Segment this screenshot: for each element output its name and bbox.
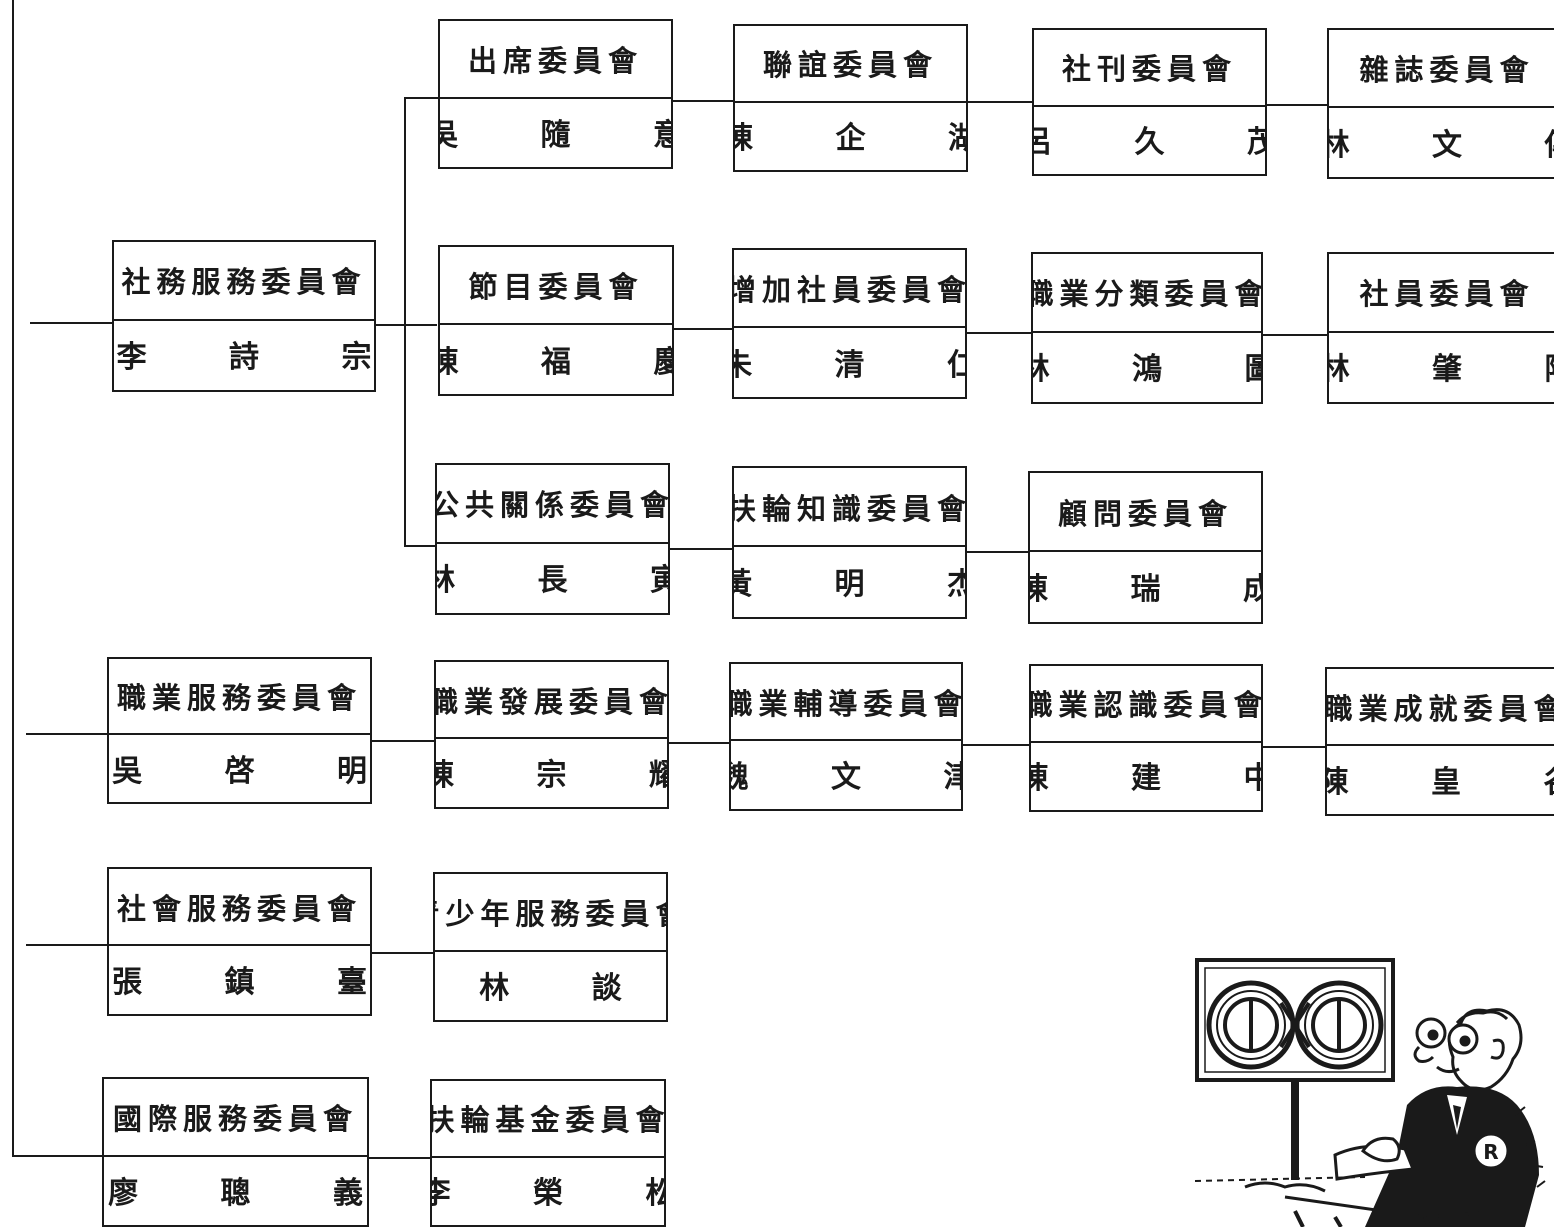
- connector-line: [26, 944, 108, 946]
- committee-chair: 黃 明 杰: [734, 567, 965, 603]
- connector-line: [30, 322, 112, 324]
- committee-chair: 呂 久 茂: [1034, 125, 1265, 161]
- committee-box: 顧問委員會 陳 瑞 成: [1028, 471, 1263, 624]
- committee-title: 公共關係委員會: [437, 465, 668, 544]
- committee-chair: 陳 建 中: [1031, 761, 1261, 797]
- committee-title: 聯誼委員會: [735, 26, 966, 103]
- branch-vertical-line: [404, 97, 406, 546]
- committee-box: 職業成就委員會 陳 皇 谷: [1325, 667, 1554, 816]
- committee-box: 增加社員委員會 朱 清 仁: [732, 248, 967, 399]
- committee-box: 國際服務委員會 廖 聰 義: [102, 1077, 369, 1227]
- committee-title: 社會服務委員會: [109, 869, 370, 947]
- committee-title: 社員委員會: [1329, 254, 1554, 333]
- connector-line: [674, 328, 734, 330]
- main-vertical-line: [12, 0, 14, 1157]
- connector-line: [371, 740, 435, 742]
- connector-line: [14, 1155, 102, 1157]
- committee-chair: 李 詩 宗: [116, 340, 372, 376]
- committee-box: 聯誼委員會 陳 企 湖: [733, 24, 968, 172]
- connector-line: [668, 742, 730, 744]
- committee-chair: 廖 聰 義: [108, 1175, 363, 1211]
- committee-title: 社務服務委員會: [114, 242, 374, 321]
- committee-chair: 吳 隨 意: [440, 117, 671, 153]
- connector-line: [1262, 334, 1328, 336]
- committee-box: 社務服務委員會 李 詩 宗: [112, 240, 376, 392]
- committee-box: 青少年服務委員會 林 談: [433, 872, 668, 1022]
- committee-chair: 魏 文 津: [731, 760, 961, 796]
- committee-title: 社刊委員會: [1034, 30, 1265, 107]
- committee-title: 雜誌委員會: [1329, 30, 1554, 109]
- committee-chair: 陳 皇 谷: [1327, 765, 1554, 801]
- connector-line: [404, 97, 439, 99]
- committee-title: 增加社員委員會: [734, 250, 965, 329]
- committee-box: 節目委員會 陳 福 慶: [438, 245, 674, 396]
- connector-line: [375, 324, 437, 326]
- committee-chair: 林 談: [479, 970, 658, 1006]
- committee-box: 社會服務委員會 張 鎮 臺: [107, 867, 372, 1016]
- connector-line: [1262, 746, 1326, 748]
- committee-title: 節目委員會: [440, 247, 672, 326]
- committee-box: 職業服務委員會 吳 啓 明: [107, 657, 372, 804]
- committee-box: 職業輔導委員會 魏 文 津: [729, 662, 963, 811]
- connector-line: [966, 551, 1029, 553]
- committee-chair: 陳 企 湖: [735, 121, 966, 157]
- committee-title: 職業服務委員會: [109, 659, 370, 736]
- committee-box: 出席委員會 吳 隨 意: [438, 19, 673, 169]
- committee-box: 職業分類委員會 林 鴻 圖: [1031, 252, 1263, 404]
- committee-title: 職業輔導委員會: [731, 664, 961, 742]
- committee-chair: 陳 福 慶: [440, 344, 672, 380]
- connector-line: [967, 101, 1033, 103]
- connector-line: [404, 545, 436, 547]
- connector-line: [672, 100, 734, 102]
- committee-chair: 林 文 傳: [1329, 127, 1554, 163]
- mascot-body: R: [1333, 1086, 1539, 1227]
- committee-box: 職業認識委員會 陳 建 中: [1029, 664, 1263, 812]
- committee-chair: 李 榮 松: [432, 1176, 664, 1212]
- committee-title: 出席委員會: [440, 21, 671, 99]
- connector-line: [962, 744, 1030, 746]
- committee-chair: 陳 瑞 成: [1030, 572, 1261, 608]
- mascot-head: [1413, 1008, 1523, 1092]
- committee-chair: 林 肇 陽: [1329, 352, 1554, 388]
- connector-line: [371, 952, 434, 954]
- rotary-badge-letter: R: [1483, 1140, 1498, 1164]
- committee-chair: 吳 啓 明: [112, 753, 367, 789]
- committee-title: 青少年服務委員會: [435, 874, 666, 952]
- committee-box: 扶輪知識委員會 黃 明 杰: [732, 466, 967, 619]
- connector-line: [367, 1157, 431, 1159]
- committee-box: 公共關係委員會 林 長 寅: [435, 463, 670, 615]
- committee-title: 職業分類委員會: [1033, 254, 1261, 333]
- committee-box: 職業發展委員會 陳 宗 耀: [434, 660, 669, 809]
- desk: [1194, 1106, 1546, 1227]
- connector-line: [669, 548, 733, 550]
- committee-box: 社員委員會 林 肇 陽: [1327, 252, 1554, 404]
- committee-title: 扶輪基金委員會: [432, 1081, 664, 1158]
- committee-title: 顧問委員會: [1030, 473, 1261, 553]
- committee-title: 扶輪知識委員會: [734, 468, 965, 548]
- committee-chair: 張 鎮 臺: [112, 965, 367, 1001]
- committee-chair: 林 長 寅: [437, 563, 668, 599]
- rotary-rings-icon: [1206, 980, 1384, 1070]
- committee-title: 職業認識委員會: [1031, 666, 1261, 743]
- committee-box: 扶輪基金委員會 李 榮 松: [430, 1079, 666, 1227]
- rotary-mascot-illustration: R: [1194, 958, 1546, 1227]
- connector-line: [1266, 104, 1328, 106]
- committee-box: 雜誌委員會 林 文 傳: [1327, 28, 1554, 179]
- connector-line: [966, 332, 1032, 334]
- committee-title: 職業發展委員會: [436, 662, 667, 740]
- committee-chair: 林 鴻 圖: [1033, 352, 1261, 388]
- committee-chair: 陳 宗 耀: [436, 758, 667, 794]
- committee-title: 職業成就委員會: [1327, 669, 1554, 747]
- committee-chair: 朱 清 仁: [734, 347, 965, 383]
- committee-box: 社刊委員會 呂 久 茂: [1032, 28, 1267, 176]
- connector-line: [26, 733, 108, 735]
- committee-title: 國際服務委員會: [104, 1079, 367, 1157]
